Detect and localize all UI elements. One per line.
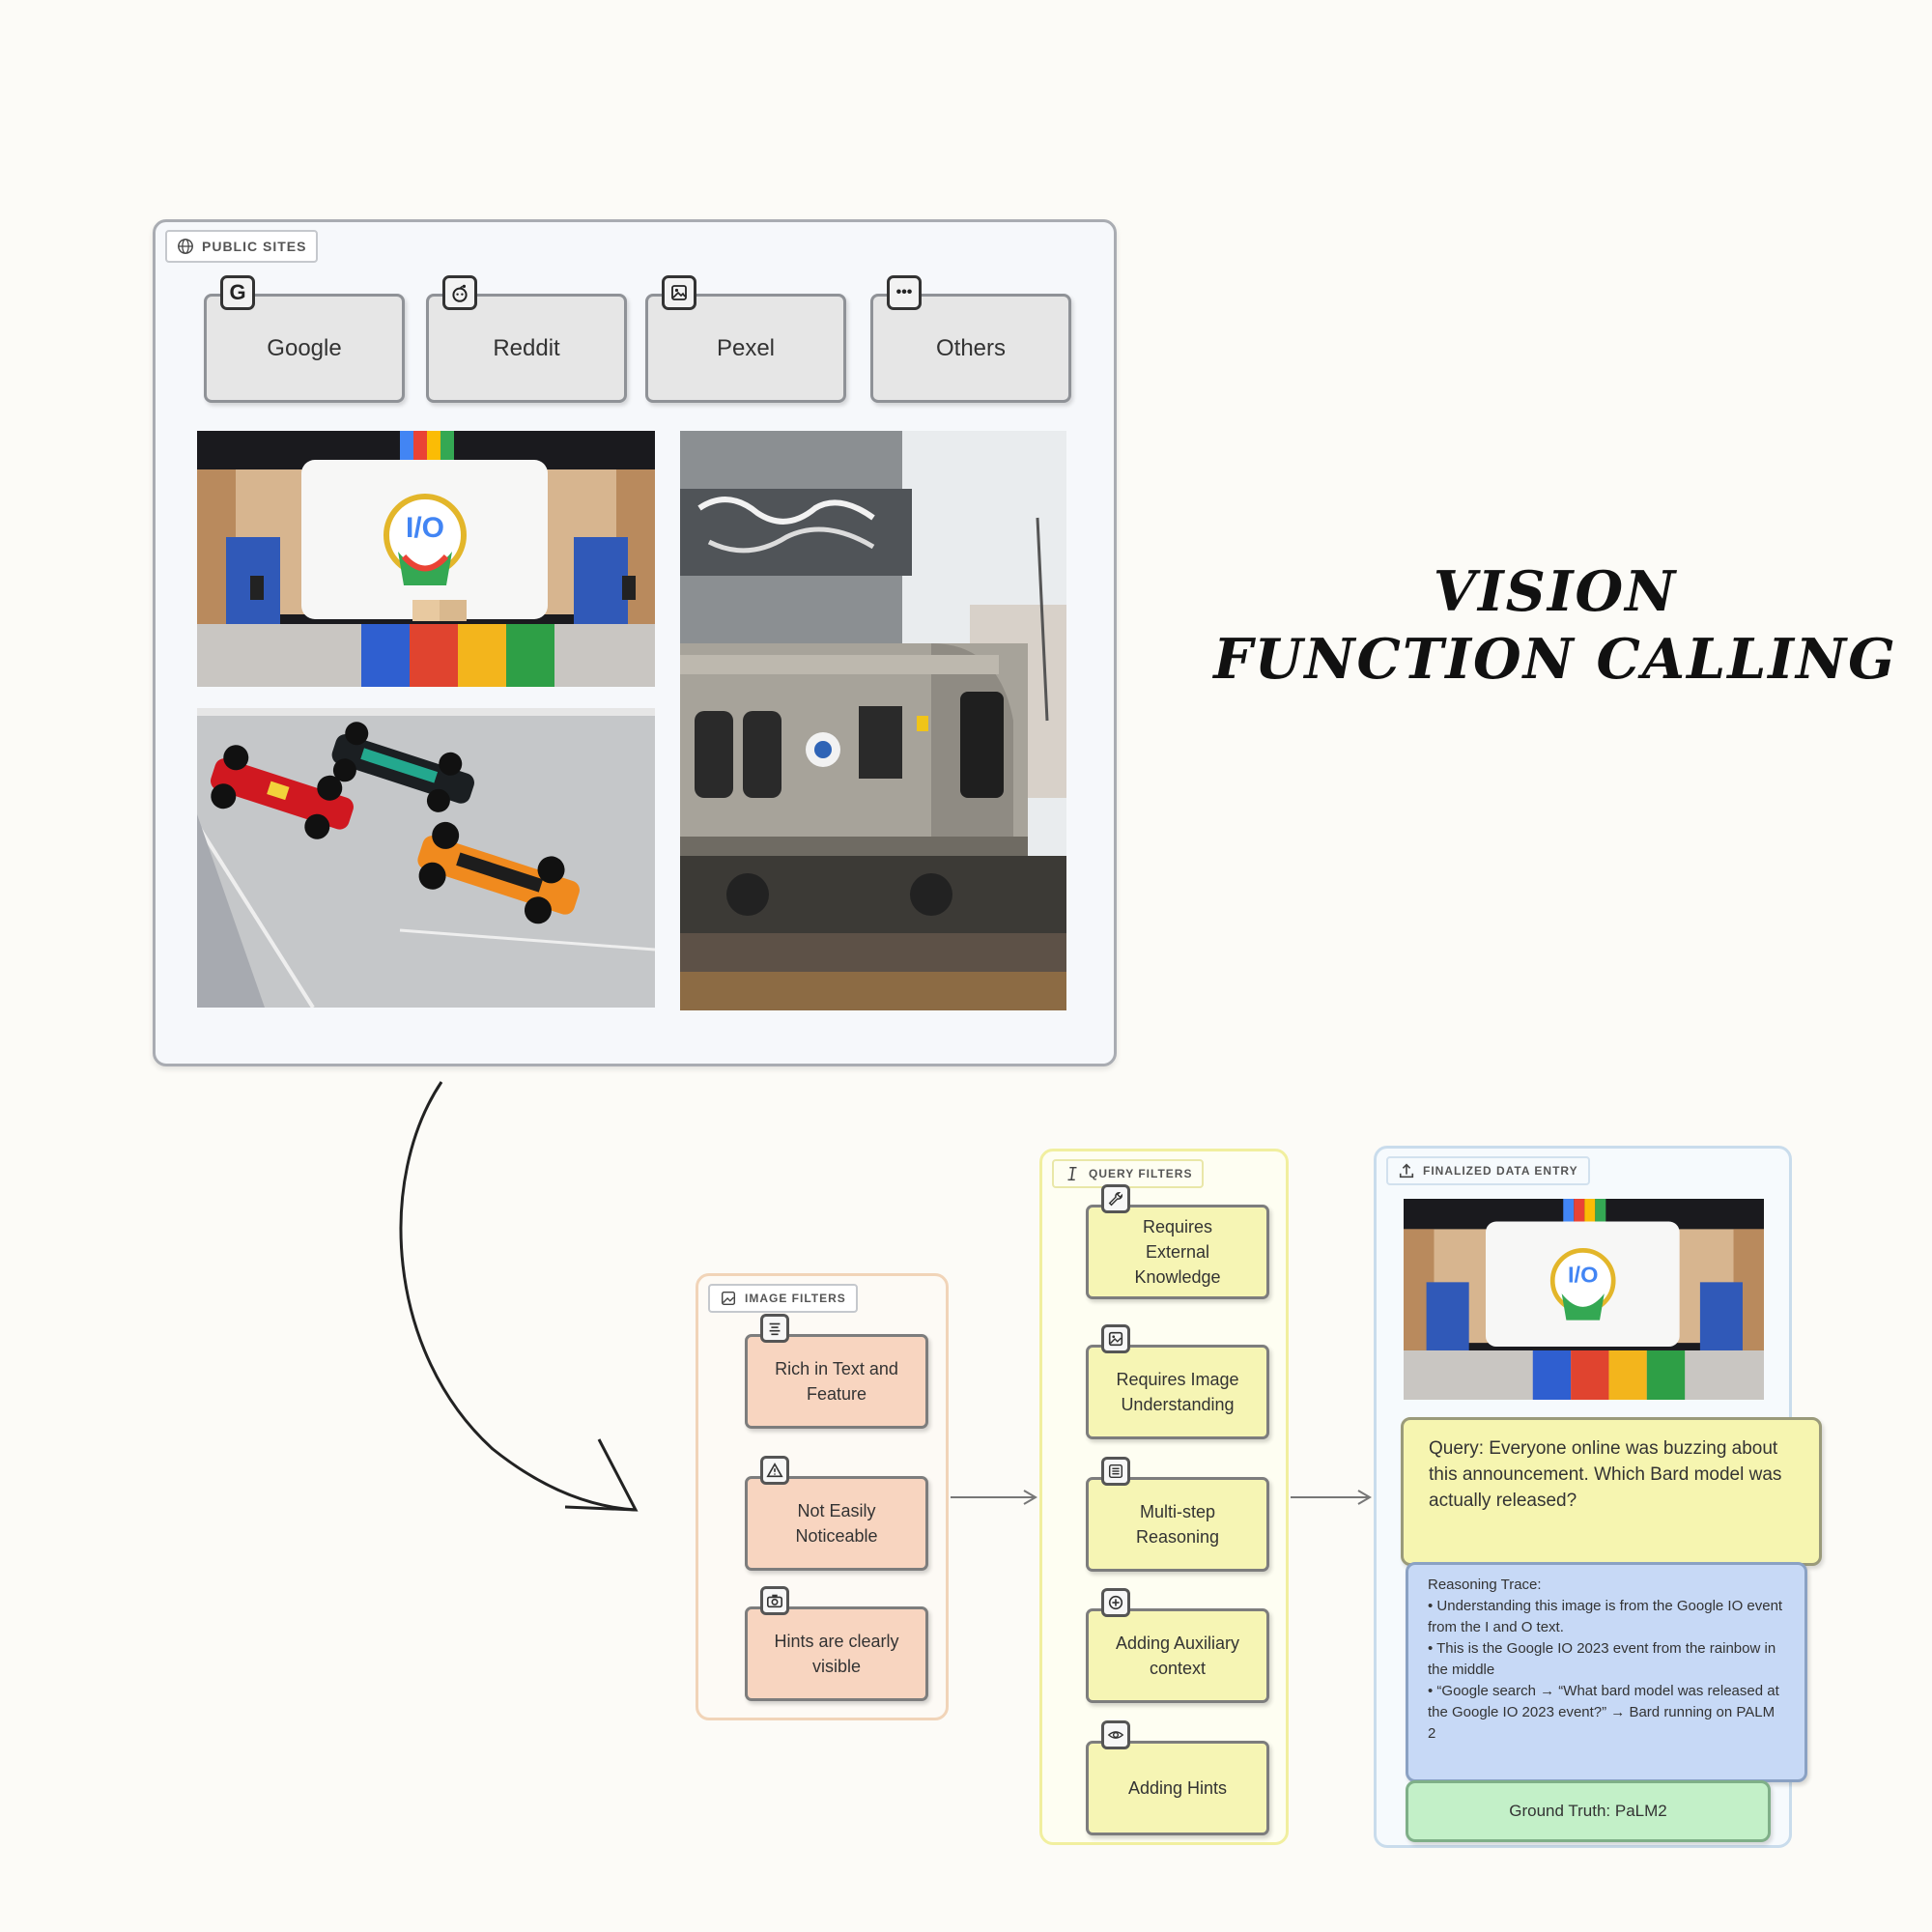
image-filter-label: Not Easily Noticeable bbox=[795, 1501, 878, 1546]
public-sites-label: PUBLIC SITES bbox=[202, 239, 307, 254]
title-line-1: VISION bbox=[1433, 559, 1678, 624]
svg-text:I/O: I/O bbox=[406, 512, 444, 544]
query-filter-label: Requires Image Understanding bbox=[1116, 1370, 1239, 1414]
text-lines-icon bbox=[760, 1314, 789, 1343]
public-sites-tag: PUBLIC SITES bbox=[165, 230, 319, 263]
camera-icon bbox=[760, 1586, 789, 1615]
image-icon bbox=[721, 1291, 736, 1306]
curved-arrow-path bbox=[399, 1081, 637, 1512]
plus-circle-icon bbox=[1101, 1588, 1130, 1617]
site-label-google: Google bbox=[267, 334, 342, 361]
site-label-reddit: Reddit bbox=[493, 334, 560, 361]
finalized-data-entry-panel: FINALIZED DATA ENTRY I/O Query: Everyone… bbox=[1374, 1146, 1822, 1848]
image-filters-panel: IMAGE FILTERS Rich in Text and Feature N… bbox=[696, 1273, 949, 1720]
diagram-title: VISION FUNCTION CALLING bbox=[1159, 558, 1932, 694]
trace-line: • Understanding this image is from the G… bbox=[1428, 1598, 1783, 1635]
eye-icon bbox=[1101, 1720, 1130, 1749]
image-icon bbox=[1101, 1324, 1130, 1353]
more-icon: ••• bbox=[887, 275, 922, 310]
reddit-icon bbox=[442, 275, 477, 310]
trace-line: • “Google search → “What bard model was … bbox=[1428, 1683, 1779, 1742]
query-filter-label: Adding Hints bbox=[1127, 1778, 1228, 1798]
ground-truth-text: Ground Truth: PaLM2 bbox=[1509, 1802, 1667, 1820]
upload-icon bbox=[1399, 1163, 1414, 1179]
image-filter-label: Hints are clearly visible bbox=[774, 1632, 899, 1676]
finalized-entry-tag: FINALIZED DATA ENTRY bbox=[1386, 1156, 1590, 1185]
query-filters-label: QUERY FILTERS bbox=[1089, 1167, 1193, 1180]
title-line-2: FUNCTION CALLING bbox=[1213, 627, 1897, 692]
image-filters-label: IMAGE FILTERS bbox=[745, 1292, 846, 1305]
query-filter-adding-hints[interactable]: Adding Hints bbox=[1086, 1720, 1269, 1835]
finalized-entry-label: FINALIZED DATA ENTRY bbox=[1423, 1164, 1578, 1178]
text-cursor-icon bbox=[1067, 1166, 1077, 1181]
public-sites-panel: PUBLIC SITES G Google Reddit Pexel ••• O… bbox=[153, 219, 1117, 1066]
query-filter-image-understanding[interactable]: Requires Image Understanding bbox=[1086, 1324, 1269, 1439]
reasoning-trace-box: Reasoning Trace: • Understanding this im… bbox=[1406, 1562, 1807, 1782]
site-button-google[interactable]: G Google bbox=[204, 275, 405, 403]
warning-icon bbox=[760, 1456, 789, 1485]
list-icon bbox=[1101, 1457, 1130, 1486]
google-io-stage-photo: I/O bbox=[1404, 1199, 1764, 1400]
curved-arrow-head bbox=[564, 1438, 639, 1512]
image-filter-rich-text[interactable]: Rich in Text and Feature bbox=[745, 1314, 928, 1429]
ground-truth-box: Ground Truth: PaLM2 bbox=[1406, 1780, 1771, 1842]
trace-heading: Reasoning Trace: bbox=[1428, 1577, 1542, 1593]
trace-line: • This is the Google IO 2023 event from … bbox=[1428, 1640, 1776, 1678]
google-icon: G bbox=[220, 275, 255, 310]
query-filter-label: Adding Auxiliary context bbox=[1115, 1634, 1240, 1678]
site-button-pexel[interactable]: Pexel bbox=[645, 275, 846, 403]
image-filter-not-noticeable[interactable]: Not Easily Noticeable bbox=[745, 1456, 928, 1571]
image-filter-hints-visible[interactable]: Hints are clearly visible bbox=[745, 1586, 928, 1701]
image-filters-tag: IMAGE FILTERS bbox=[708, 1284, 858, 1313]
image-icon bbox=[662, 275, 696, 310]
site-label-others: Others bbox=[935, 334, 1007, 361]
svg-text:I/O: I/O bbox=[1568, 1262, 1598, 1287]
site-button-reddit[interactable]: Reddit bbox=[426, 275, 627, 403]
query-filter-label: Multi-step Reasoning bbox=[1135, 1502, 1220, 1547]
site-button-others[interactable]: ••• Others bbox=[870, 275, 1071, 403]
query-filter-external-knowledge[interactable]: Requires External Knowledge bbox=[1086, 1184, 1269, 1299]
wrench-icon bbox=[1101, 1184, 1130, 1213]
image-filter-label: Rich in Text and Feature bbox=[775, 1359, 898, 1404]
query-filter-auxiliary-context[interactable]: Adding Auxiliary context bbox=[1086, 1588, 1269, 1703]
subway-train-photo bbox=[680, 431, 1066, 1010]
query-text: Query: Everyone online was buzzing about… bbox=[1429, 1438, 1782, 1511]
query-filter-label: Requires External Knowledge bbox=[1134, 1217, 1221, 1287]
google-io-stage-photo: I/O bbox=[197, 431, 655, 687]
query-filters-panel: QUERY FILTERS Requires External Knowledg… bbox=[1039, 1149, 1289, 1845]
site-label-pexel: Pexel bbox=[716, 334, 776, 361]
query-filters-tag: QUERY FILTERS bbox=[1052, 1159, 1205, 1188]
globe-icon bbox=[178, 239, 193, 254]
query-filter-multi-step[interactable]: Multi-step Reasoning bbox=[1086, 1457, 1269, 1572]
query-box: Query: Everyone online was buzzing about… bbox=[1401, 1417, 1822, 1566]
formula1-race-photo bbox=[197, 708, 655, 1008]
